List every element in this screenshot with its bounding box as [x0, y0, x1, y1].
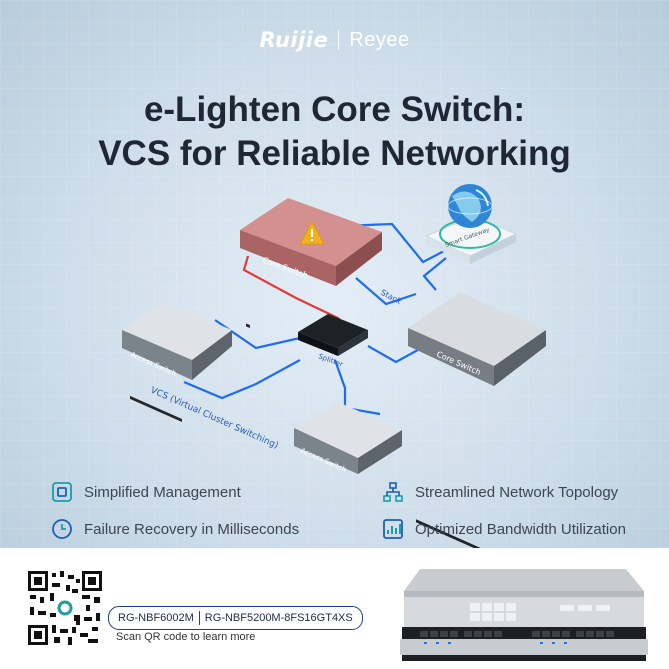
switch-product-image[interactable]	[400, 561, 650, 665]
page-title: e-Lighten Core Switch: VCS for Reliable …	[0, 88, 669, 176]
splitter-label: Splitter	[317, 352, 344, 368]
scan-instruction: Scan QR code to learn more	[116, 631, 256, 643]
reyee-logo[interactable]: Reyee	[349, 28, 410, 51]
title-line-1: e-Lighten Core Switch:	[143, 90, 526, 129]
model-divider	[198, 611, 200, 625]
hero-section: Ruijie Reyee e-Lighten Core Switch: VCS …	[0, 0, 669, 548]
splitter-device[interactable]: Splitter	[298, 314, 368, 369]
network-diagram: Smart Gateway Core Switch	[122, 184, 546, 548]
feature-label: Failure Recovery in Milliseconds	[84, 520, 300, 538]
title-line-2: VCS for Reliable Networking	[98, 134, 571, 173]
footer-section: RG-NBF6002M RG-NBF5200M-8FS16GT4XS Scan …	[0, 548, 669, 669]
model-b[interactable]: RG-NBF5200M-8FS16GT4XS	[204, 612, 353, 624]
qr-code[interactable]	[28, 571, 102, 645]
feature-optimized-bandwidth: Optimized Bandwidth Utilization	[381, 517, 626, 541]
blue-links	[183, 222, 447, 416]
feature-streamlined-topology: Streamlined Network Topology	[381, 480, 618, 504]
topology-icon	[381, 480, 405, 504]
model-badge: RG-NBF6002M RG-NBF5200M-8FS16GT4XS	[108, 606, 363, 630]
globe-icon	[447, 184, 493, 228]
feature-label: Optimized Bandwidth Utilization	[415, 520, 626, 538]
router-device[interactable]: Smart Gateway	[424, 215, 518, 264]
brand-header: Ruijie Reyee	[0, 28, 669, 52]
feature-simplified-management: Simplified Management	[50, 480, 241, 504]
feature-label: Simplified Management	[84, 483, 241, 501]
clock-icon	[50, 517, 74, 541]
warning-triangle-icon	[299, 220, 325, 245]
feature-label: Streamlined Network Topology	[415, 483, 619, 501]
ruijie-logo[interactable]: Ruijie	[259, 28, 329, 52]
bandwidth-icon	[381, 517, 405, 541]
core-switch-top[interactable]: Core Switch	[240, 198, 382, 328]
core-switch-right[interactable]: Core Switch	[408, 292, 546, 548]
brand-divider	[338, 30, 340, 50]
model-a[interactable]: RG-NBF6002M	[118, 612, 194, 624]
feature-failure-recovery: Failure Recovery in Milliseconds	[50, 517, 299, 541]
stack-label: Stack	[379, 288, 403, 307]
management-icon	[50, 480, 74, 504]
